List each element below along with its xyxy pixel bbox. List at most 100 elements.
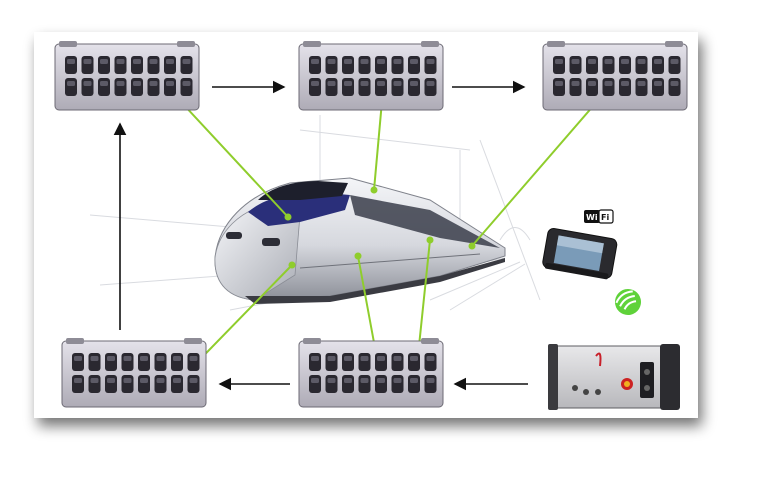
- wifi-label-right: Fi: [601, 213, 609, 222]
- module-connector: [619, 78, 631, 96]
- train-headlight-right: [262, 238, 280, 246]
- module-connector: [569, 56, 582, 74]
- module-connector: [81, 78, 94, 96]
- module-connector: [342, 375, 354, 393]
- sensor-module-bottom-left: [61, 338, 207, 408]
- module-connector: [652, 56, 664, 74]
- module-connector: [652, 78, 664, 96]
- module-connector: [180, 78, 193, 96]
- module-connector: [391, 375, 404, 393]
- module-connector: [619, 56, 631, 74]
- module-connector: [424, 78, 437, 96]
- module-connector: [391, 56, 404, 74]
- module-connector: [131, 78, 143, 96]
- module-connector: [171, 353, 183, 371]
- module-connector: [72, 375, 84, 393]
- module-connector: [375, 78, 387, 96]
- module-connector: [358, 78, 371, 96]
- module-connector: [424, 375, 437, 393]
- module-connector: [325, 353, 338, 371]
- module-connector: [553, 56, 565, 74]
- module-connector: [171, 375, 183, 393]
- module-connector: [180, 56, 193, 74]
- module-connector: [342, 56, 354, 74]
- module-connector: [375, 56, 387, 74]
- train-headlight-left: [226, 232, 242, 239]
- sensor-module-bottom-center: [298, 338, 444, 408]
- module-connector: [375, 375, 387, 393]
- wireless-signal-icon: [615, 289, 641, 315]
- module-connector: [569, 78, 582, 96]
- module-connector: [309, 375, 321, 393]
- module-connector: [131, 56, 143, 74]
- module-connector: [138, 375, 150, 393]
- module-connector: [88, 353, 101, 371]
- module-connector: [187, 353, 200, 371]
- module-connector: [164, 56, 176, 74]
- module-connector: [635, 78, 648, 96]
- module-connector: [325, 375, 338, 393]
- module-connector: [81, 56, 94, 74]
- module-connector: [408, 375, 420, 393]
- module-connector: [342, 353, 354, 371]
- module-connector: [602, 56, 615, 74]
- module-connector: [114, 78, 127, 96]
- module-connector: [553, 78, 565, 96]
- module-connector: [375, 353, 387, 371]
- module-connector: [408, 353, 420, 371]
- module-connector: [114, 56, 127, 74]
- flow-arrows: [113, 80, 528, 391]
- module-connector: [154, 353, 167, 371]
- module-connector: [408, 56, 420, 74]
- sensor-modules: [54, 41, 688, 408]
- module-connector: [121, 353, 134, 371]
- module-connector: [164, 78, 176, 96]
- module-connector: [72, 353, 84, 371]
- module-connector: [121, 375, 134, 393]
- train-window-band: [350, 195, 500, 248]
- module-connector: [424, 56, 437, 74]
- module-connector: [154, 375, 167, 393]
- module-connector: [88, 375, 101, 393]
- module-connector: [98, 78, 110, 96]
- wifi-label-left: Wi: [586, 213, 598, 222]
- module-connector: [668, 78, 681, 96]
- module-connector: [187, 375, 200, 393]
- module-connector: [309, 353, 321, 371]
- module-connector: [586, 56, 598, 74]
- module-connector: [602, 78, 615, 96]
- module-connector: [635, 56, 648, 74]
- sensor-module-top-left: [54, 41, 200, 111]
- module-connector: [342, 78, 354, 96]
- link-top-left: [169, 89, 289, 218]
- module-connector: [309, 78, 321, 96]
- module-connector: [105, 375, 117, 393]
- module-connector: [586, 78, 598, 96]
- module-connector: [358, 353, 371, 371]
- module-connector: [325, 78, 338, 96]
- module-connector: [147, 78, 160, 96]
- module-connector: [358, 375, 371, 393]
- module-connector: [309, 56, 321, 74]
- tablet-icon: [542, 228, 618, 280]
- sensor-module-top-center: [298, 41, 444, 111]
- module-connector: [325, 56, 338, 74]
- module-connector: [668, 56, 681, 74]
- module-connector: [391, 353, 404, 371]
- link-top-right: [471, 89, 608, 247]
- module-connector: [391, 78, 404, 96]
- module-connector: [138, 353, 150, 371]
- sensor-module-top-right: [542, 41, 688, 111]
- train-windshield: [258, 181, 348, 200]
- module-connector: [65, 56, 77, 74]
- module-connector: [98, 56, 110, 74]
- module-connector: [147, 56, 160, 74]
- module-connector: [65, 78, 77, 96]
- train-undercarriage: [245, 258, 505, 304]
- module-connector: [358, 56, 371, 74]
- module-connector: [424, 353, 437, 371]
- wifi-badge: Wi Fi: [584, 209, 614, 224]
- module-connector: [408, 78, 420, 96]
- data-acquisition-unit-icon: [548, 344, 680, 410]
